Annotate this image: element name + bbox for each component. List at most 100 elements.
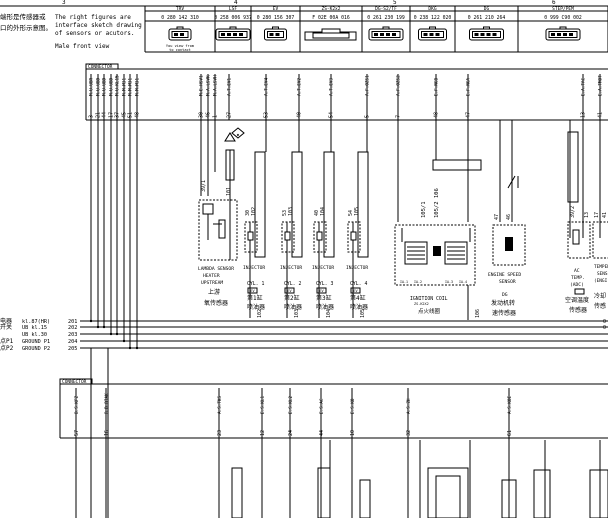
connector-pin-1-1 (227, 33, 231, 36)
header-en-line-3: of sensors or acutors. (55, 30, 134, 37)
lower-component-4 (427, 467, 469, 518)
bottom-wire-pin-4: 24 (288, 430, 294, 436)
bus-number-1: 202 (68, 325, 77, 331)
lower-component-1 (231, 467, 243, 518)
bus-number-4: 205 (68, 346, 77, 352)
injector-tag-text-0: EV (250, 289, 255, 293)
ac-label-cn-2: 传感器 (569, 306, 587, 314)
injector-cyl-3: CYL. 4 (350, 281, 367, 287)
coil-right-core (444, 241, 468, 265)
lower-component-5 (501, 479, 517, 518)
connector-pin-6-0 (474, 33, 479, 36)
lambda-sensor-box (198, 199, 238, 261)
connector-pin-1-2 (233, 33, 237, 36)
bottom-wire-label-0: B.S.KFZ (74, 395, 80, 414)
bottom-wire-label-5: E.S.AC (319, 398, 325, 414)
injector-label-cn-1-2: 第3缸 (316, 294, 332, 302)
connector-pin-0-0 (174, 33, 178, 36)
connector-pin-2-0 (269, 33, 274, 36)
bus-label-en-1: UB kl.15 (22, 325, 47, 331)
connector-pin-4-3 (392, 33, 396, 36)
bottom-wire-label-4: E.S.KL2 (288, 395, 294, 414)
connector-part-number-6: 0 261 210 264 (468, 15, 506, 21)
bottom-connector-label: CONNECTOR (62, 379, 87, 385)
injector-num-2-0: 102 (251, 207, 257, 216)
lambda-resistor (218, 219, 226, 239)
coil-wire-num-1: 105/1 (421, 201, 427, 218)
connector-pin-7-3 (569, 33, 573, 36)
speed-sensor-element (505, 237, 513, 251)
bottom-wire-label-1: B.D.DIAK (104, 393, 110, 414)
connector-pin-6-2 (486, 33, 491, 36)
bottom-wire-pin-0: 57 (74, 430, 80, 436)
header-cn-line-2: 口的外形示意图。 (0, 23, 52, 32)
lambda-label-en-2: HEATER (203, 273, 220, 279)
lower-component-4-inner (435, 475, 461, 518)
injector-num-1-2: 40 (314, 210, 320, 216)
top-wire-labels: M.U.UBR3M.U.UBD21M.U.UBD44M.U.UBD17M.U.K… (89, 74, 604, 120)
injector-label-cn-2-1: 喷油器 (284, 303, 302, 311)
connector-part-number-7: 0 999 C90 002 (544, 15, 582, 21)
ac-label-cn-1: 空调温度 (565, 296, 589, 304)
injector-label-cn-1-0: 第1缸 (247, 294, 263, 302)
connector-latch-7 (559, 26, 567, 30)
injector-tag-2 (316, 287, 327, 294)
connector-name-7: STEP/PEM (552, 6, 574, 12)
connector-note-2-0: to contact (169, 48, 191, 52)
injector-cyl-2: CYL. 3 (316, 281, 333, 287)
lower-component-6 (533, 469, 551, 518)
injector-wire-num-0: 102 (257, 309, 263, 318)
injector-tag-1 (284, 287, 295, 294)
injector-tag-text-2: EV (319, 289, 324, 293)
injector-wire-num-1: 103 (294, 309, 300, 318)
top-connector-bar: CONNECTOR M.U.UBR3M.U.UBD21M.U.UBD44M.U.… (85, 63, 608, 121)
coolant-label-cn-2: 传感 (594, 302, 606, 310)
injector-coil-0 (247, 231, 254, 241)
speed-label-en-2: SENSOR (499, 279, 516, 285)
ac-label-en-2: TEMP. (571, 275, 585, 281)
connector-inner-6 (472, 31, 501, 38)
connector-inner-1 (218, 31, 248, 38)
injector-tag-3 (350, 287, 361, 294)
speed-label-en-1: ENGINE SPEED (488, 272, 521, 278)
lower-component-7 (589, 469, 608, 518)
injector-label-en-3: INJECTOR (346, 265, 368, 271)
injector-coil-1 (284, 231, 291, 241)
injector-body-1 (291, 151, 303, 258)
coil-connector-picture (304, 28, 357, 41)
injector-coil-3 (350, 231, 357, 241)
injector-body-0 (254, 151, 266, 258)
coil-left-core (404, 241, 428, 265)
injector-tag-text-1: EV (287, 289, 292, 293)
injector-num-2-3: 105 (354, 207, 360, 216)
bus-number-2: 203 (68, 332, 77, 338)
connector-latch-2 (272, 26, 279, 30)
speed-wire-num-1: 47 (494, 214, 500, 220)
ignition-coil-box (394, 224, 476, 286)
bus-label-cn-0: 电器 (0, 317, 12, 325)
ac-tag (574, 288, 585, 295)
coil-label-cn-1: 点火线圈 (418, 307, 441, 315)
coil-pin-2: IA.3 (445, 280, 453, 284)
connector-inner-4 (371, 31, 401, 38)
connector-pin-1-0 (221, 33, 225, 36)
connector-pin-5-2 (435, 33, 440, 36)
header-en-line-1: The right figures are (55, 14, 131, 21)
coil-label-en-2: ZS-K2X2 (414, 302, 429, 306)
bottom-wire-label-8: A.S.KOE (507, 395, 513, 414)
connector-inner-7 (548, 31, 578, 38)
bus-label-en-3: GROUND P1 (22, 339, 50, 345)
connector-latch-0 (176, 26, 184, 30)
connector-pin-4-0 (374, 33, 378, 36)
coolant-label-en-2: SENS (597, 271, 608, 277)
coil-pin-0: IA.1 (400, 280, 408, 284)
bottom-wire-pin-1: 16 (104, 430, 110, 436)
connector-latch-6 (483, 26, 490, 30)
bottom-wire-pin-3: 12 (260, 430, 266, 436)
lambda-label-en-1: LAMBDA SENSOR (198, 266, 234, 272)
top-number-6: 6 (552, 0, 556, 6)
bottom-wire-label-3: E.S.KL1 (260, 395, 266, 414)
bus-number-0: 201 (68, 319, 77, 325)
